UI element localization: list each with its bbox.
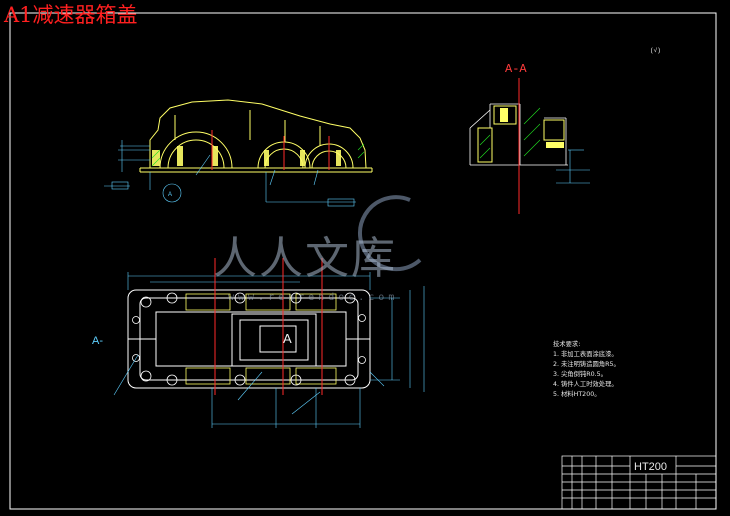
view-marker-center: A (283, 331, 292, 346)
drawing-title: A1减速器箱盖 (4, 3, 138, 27)
technical-requirement-item: 1. 非加工表面涂底漆。 (553, 351, 618, 358)
front-view (104, 99, 373, 207)
watermark-logo (358, 195, 422, 272)
technical-requirement-item: 3. 尖角倒钝R0.5。 (553, 371, 607, 378)
section-label: A-A (505, 62, 527, 76)
title-block (561, 455, 717, 510)
technical-requirement-item: 2. 未注明铸造圆角R5。 (553, 361, 620, 368)
watermark-english: www.renrendoc.com (228, 292, 399, 303)
technical-requirement-item: 4. 铸件人工时效处理。 (553, 381, 618, 388)
technical-requirements-heading: 技术要求: (553, 341, 581, 348)
watermark-chinese: 人人文库 (213, 233, 397, 284)
detail-callout-a: A (168, 192, 172, 198)
technical-requirement-item: 5. 材料HT200。 (553, 391, 601, 398)
sheet-border (9, 12, 717, 510)
title-block-material: HT200 (634, 461, 668, 473)
view-marker: A- (92, 335, 103, 347)
technical-requirements: 技术要求: 1. 非加工表面涂底漆。 2. 未注明铸造圆角R5。 3. 尖角倒钝… (553, 340, 620, 400)
section-view (469, 103, 590, 184)
plan-view (113, 272, 425, 428)
centerlines (211, 78, 520, 395)
surface-finish-note: (√) (650, 47, 661, 54)
